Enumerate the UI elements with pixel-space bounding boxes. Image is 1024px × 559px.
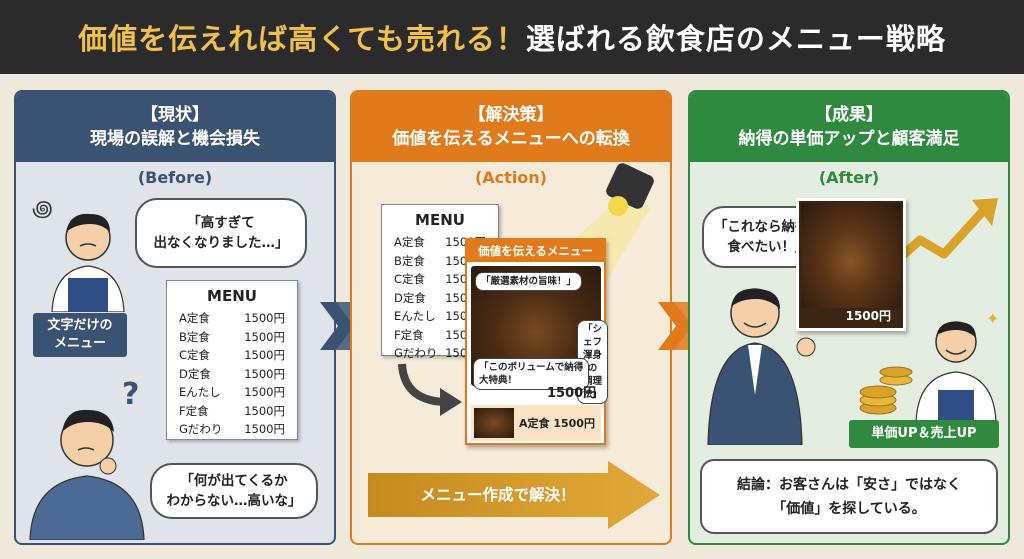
menu-item-price: 1500円 (244, 403, 285, 418)
menu-item-price: 1500円 (244, 311, 285, 325)
menu-item-name: D定食 (179, 366, 211, 381)
after-header: 【成果】 納得の単価アップと顧客満足 (690, 92, 1008, 162)
worried-staff-illustration: ꩜ (32, 197, 125, 312)
value-menu-price: 1500円 (547, 386, 597, 401)
menu-item-name: B定食 (179, 329, 210, 344)
action-subtitle: (Action) (474, 168, 547, 187)
menu-item-price: 1500円 (244, 348, 285, 362)
menu-row: F定食 1500円 (167, 402, 297, 421)
before-bubble-2-text: 「何が出てくるか わからない…高いな」 (166, 473, 302, 509)
menu-item-name: D定食 (394, 290, 426, 305)
after-tag: 【成果】 (815, 105, 883, 125)
after-bubble-text: 「これなら納得！ 食べたい！」 (714, 219, 822, 255)
businessman-illustration (707, 288, 816, 445)
after-heading: 納得の単価アップと顧客満足 (738, 129, 960, 149)
title-highlight: 価値を伝えれば高くても売れる！ (78, 22, 526, 56)
menu-item-name: F定食 (179, 403, 209, 418)
menu-item-name: Gだわり (179, 422, 223, 436)
before-bubble-1: 「高すぎて 出なくなりました…」 (135, 198, 307, 268)
menu-item-name: Eんたし (179, 385, 221, 399)
menu-row: C定食 1500円 (167, 346, 297, 365)
menu-item-name: Gだわり (394, 346, 438, 360)
menu-item-name: C定食 (179, 348, 211, 362)
svg-text:꩜: ꩜ (32, 197, 53, 222)
before-heading: 現場の誤解と機会損失 (90, 129, 260, 149)
menu-item-price: 1500円 (244, 329, 285, 344)
text-only-menu-label: 文字だけの メニュー (33, 313, 127, 357)
action-header: 【解決策】 価値を伝えるメニューへの転換 (352, 92, 670, 162)
before-header: 【現状】 現場の誤解と機会損失 (16, 92, 334, 162)
thinking-customer-illustration: ? (29, 377, 145, 540)
value-tag-3: 「このボリュームで納得 大特典！ (473, 358, 590, 390)
menu-row: Eんたし 1500円 (167, 383, 297, 402)
before-menu-title: MENU (207, 287, 257, 305)
menu-row: Gだわり 1500円 (167, 420, 297, 439)
menu-item-name: F定食 (394, 327, 424, 342)
menu-item-name: Eんたし (394, 309, 436, 323)
menu-item-price: 1500円 (244, 422, 285, 436)
dish-photo-price: 1500円 (845, 309, 891, 323)
curved-arrow-icon (398, 363, 462, 416)
svg-text:✦: ✦ (986, 310, 999, 328)
dish-photo-card: 1500円 (796, 198, 906, 331)
solution-arrow-banner (368, 461, 660, 529)
action-menu-title: MENU (415, 211, 465, 229)
dish-photo-image (801, 203, 901, 308)
menu-item-name: A定食 (394, 235, 425, 249)
value-menu-bottom-row: A定食 1500円 (471, 405, 601, 441)
value-tag-1: 「厳選素材の旨味！」 (475, 272, 583, 291)
menu-item-price: 1500円 (244, 366, 285, 381)
value-menu-title: 価値を伝えるメニュー (467, 240, 604, 262)
text-only-menu-label-text: 文字だけの メニュー (47, 318, 113, 351)
before-bubble-1-text: 「高すぎて 出なくなりました…」 (153, 215, 289, 251)
dish-thumbnail (474, 408, 514, 438)
menu-item-name: B定食 (394, 253, 425, 268)
value-menu-card: 価値を伝えるメニュー 「厳選素材の旨味！」 「シェフ渾身の 調理法」 「このボリ… (465, 238, 609, 445)
menu-item-price: 1500円 (244, 385, 285, 399)
menu-row: D定食 1500円 (167, 365, 297, 384)
sales-up-label: 単価UP＆売上UP (849, 420, 999, 448)
before-subtitle: (Before) (137, 168, 213, 187)
action-tag: 【解決策】 (468, 105, 554, 125)
conclusion-text: 結論：お客さんは「安さ」ではなく 「価値」を探している。 (737, 477, 961, 517)
shop-staff-illustration: ✦ (915, 310, 999, 422)
title-rest: 選ばれる飲食店のメニュー戦略 (525, 22, 946, 56)
before-bubble-2: 「何が出てくるか わからない…高いな」 (150, 463, 318, 519)
action-heading: 価値を伝えるメニューへの転換 (392, 129, 630, 149)
value-menu-bottom-text: A定食 1500円 (519, 417, 595, 430)
coins-icon (859, 366, 913, 415)
menu-row: B定食 1500円 (167, 328, 297, 347)
header-bar: 価値を伝えれば高くても売れる！選ばれる飲食店のメニュー戦略 (0, 0, 1024, 74)
menu-row: A定食 1500円 (167, 309, 297, 328)
after-subtitle: (After) (818, 168, 880, 187)
before-menu-list: A定食 1500円 B定食 1500円 C定食 1500円 D定食 1500円 Eんたし 1500… (167, 309, 297, 439)
before-tag: 【現状】 (141, 105, 209, 125)
menu-item-name: A定食 (179, 311, 210, 325)
menu-item-name: C定食 (394, 272, 426, 286)
svg-text:?: ? (122, 377, 139, 412)
conclusion-box: 結論：お客さんは「安さ」ではなく 「価値」を探している。 (700, 459, 998, 534)
solution-banner-text: メニュー作成で解決！ (420, 486, 576, 504)
page-title: 価値を伝えれば高くても売れる！選ばれる飲食店のメニュー戦略 (78, 16, 946, 58)
